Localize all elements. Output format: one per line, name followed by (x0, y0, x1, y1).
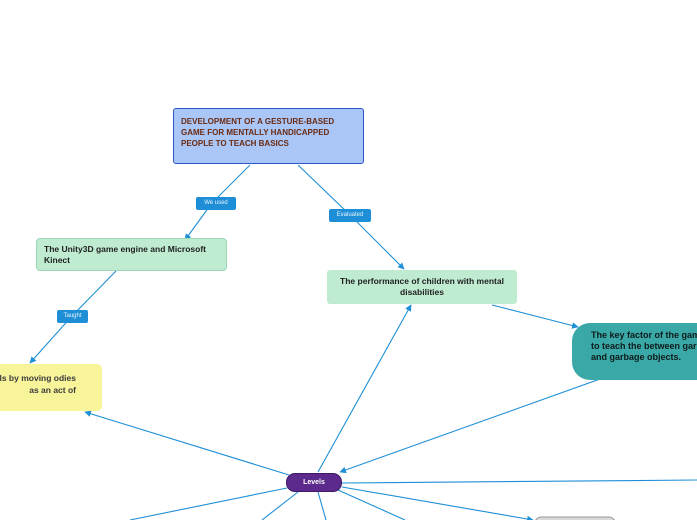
edge-evaluated-to-performance (349, 214, 405, 270)
performance-node-text: The performance of children with mental … (340, 276, 504, 297)
edge-levels-to-skills (84, 410, 290, 476)
edge-levels-to-bottom-2 (317, 491, 327, 520)
edge-levels-to-right (341, 479, 697, 484)
edge-levels-to-performance (317, 304, 412, 473)
edge-levels-to-bottom-3 (337, 489, 406, 520)
key-factor-node-text: The key factor of the game is to teach t… (591, 330, 697, 362)
edge-performance-to-key-factor (491, 304, 579, 329)
skills-node[interactable]: g skills by moving odies as an act of (0, 364, 102, 411)
edge-label-taught-text: Taught (63, 313, 82, 319)
edge-unity-to-taught (71, 270, 117, 317)
edge-title-to-we-used (211, 164, 251, 204)
unity-node-text: The Unity3D game engine and Microsoft Ki… (44, 244, 206, 265)
edge-key-factor-to-levels (339, 378, 601, 474)
key-factor-node[interactable]: The key factor of the game is to teach t… (572, 323, 697, 380)
title-node-text: DEVELOPMENT OF A GESTURE-BASED GAME FOR … (181, 117, 335, 148)
edge-label-evaluated[interactable]: Evaluated (329, 209, 371, 222)
edge-label-evaluated-text: Evaluated (336, 212, 364, 218)
levels-node[interactable]: Levels (286, 473, 342, 492)
edge-levels-to-bottom-right (341, 486, 534, 520)
edge-label-we-used-text: We used (204, 200, 228, 206)
edge-title-to-evaluated (297, 164, 351, 216)
edge-label-we-used[interactable]: We used (196, 197, 236, 210)
performance-node[interactable]: The performance of children with mental … (327, 270, 517, 304)
edge-levels-to-bottom-left (129, 487, 288, 520)
unity-node[interactable]: The Unity3D game engine and Microsoft Ki… (36, 238, 227, 271)
levels-node-text: Levels (303, 479, 325, 486)
partial-grey-node (535, 516, 615, 520)
edge-label-taught[interactable]: Taught (57, 310, 88, 323)
edge-taught-to-skills (29, 315, 73, 364)
skills-node-text: g skills by moving odies as an act of (0, 373, 76, 395)
edge-levels-to-bottom-1 (261, 491, 299, 520)
title-node[interactable]: DEVELOPMENT OF A GESTURE-BASED GAME FOR … (173, 108, 364, 164)
